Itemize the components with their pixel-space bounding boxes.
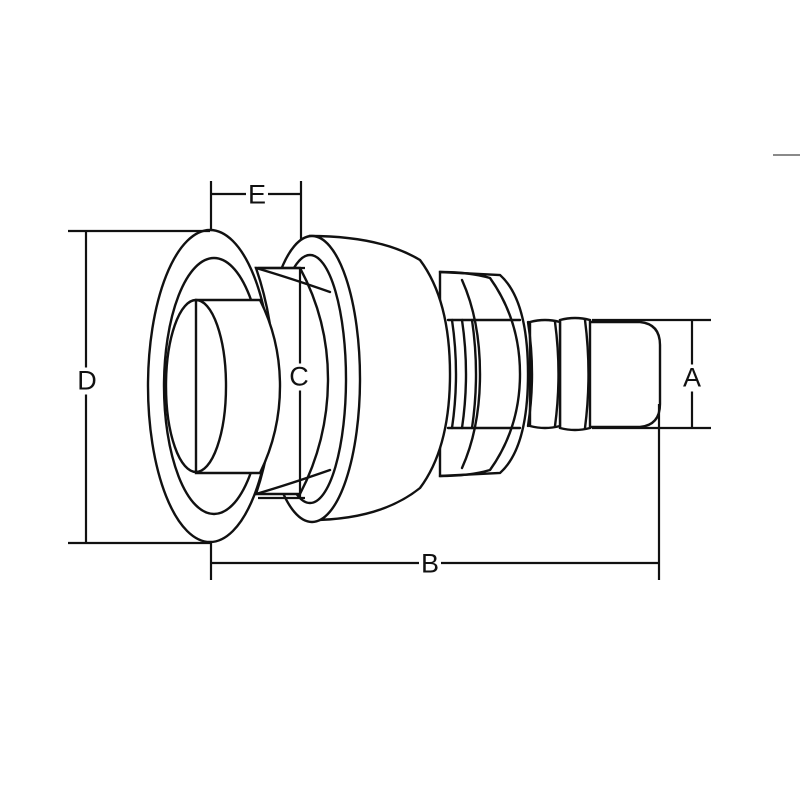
label-c: C (287, 361, 311, 392)
label-a: A (680, 362, 704, 393)
label-e: E (245, 179, 269, 210)
flange (146, 228, 282, 544)
label-b: B (418, 548, 442, 579)
edge-mark (773, 154, 800, 156)
hose-barb (526, 316, 662, 432)
label-d: D (75, 365, 99, 396)
lock-nut (438, 270, 530, 478)
